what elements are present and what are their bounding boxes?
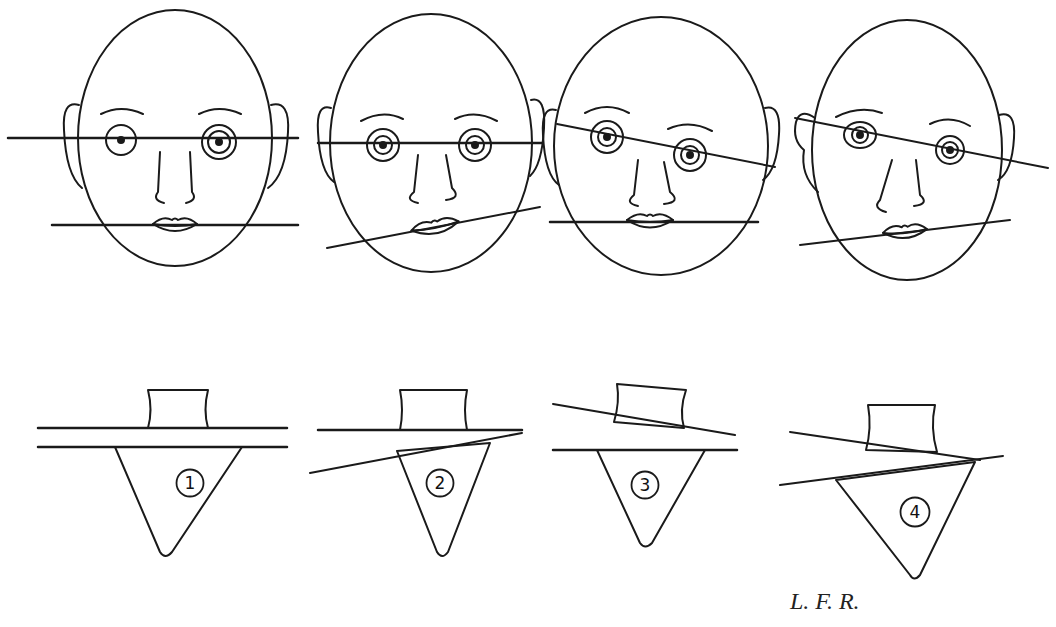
base-model-3 <box>553 384 737 547</box>
callout-number: 3 <box>640 477 651 494</box>
circled-number: 4 <box>899 496 931 528</box>
face-2 <box>318 14 544 272</box>
face-4 <box>795 20 1048 280</box>
circled-number: 2 <box>425 468 455 498</box>
base-model-1 <box>38 390 287 556</box>
callout-number: 4 <box>910 504 921 521</box>
base-model-4 <box>780 405 1003 579</box>
circled-number: 1 <box>175 468 205 498</box>
circled-number: 3 <box>630 470 660 500</box>
face-3 <box>543 17 779 275</box>
callout-number: 2 <box>435 475 446 492</box>
signature: L. F. R. <box>790 588 860 615</box>
callout-number: 1 <box>185 475 196 492</box>
base-model-2 <box>310 390 522 556</box>
face-1 <box>8 10 298 266</box>
